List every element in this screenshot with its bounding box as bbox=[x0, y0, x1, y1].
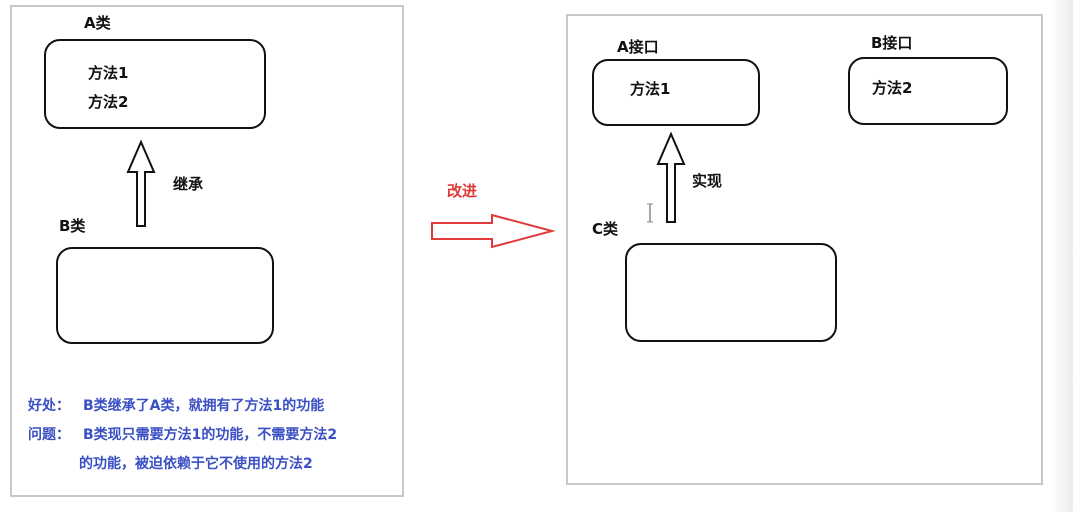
interface-a-title: A接口 bbox=[617, 38, 659, 56]
improve-label: 改进 bbox=[447, 182, 478, 200]
class-b-title: B类 bbox=[59, 217, 86, 235]
problem-text-line-1: B类现只需要方法1的功能，不需要方法2 bbox=[83, 427, 338, 443]
benefit-text: B类继承了A类，就拥有了方法1的功能 bbox=[83, 398, 325, 414]
class-c-box bbox=[625, 243, 837, 342]
interface-b-box bbox=[848, 57, 1008, 125]
class-a-title: A类 bbox=[84, 14, 111, 32]
interface-b-method: 方法2 bbox=[872, 79, 913, 97]
interface-a-method: 方法1 bbox=[630, 80, 671, 98]
improve-arrow bbox=[431, 213, 556, 249]
implement-arrow bbox=[656, 131, 686, 223]
benefit-label: 好处： bbox=[28, 398, 70, 414]
class-b-box bbox=[56, 247, 274, 344]
inherit-arrow bbox=[126, 139, 156, 227]
class-a-method-1: 方法1 bbox=[88, 64, 129, 82]
text-cursor-icon bbox=[647, 203, 653, 223]
inherit-label: 继承 bbox=[173, 175, 204, 193]
interface-a-box bbox=[592, 59, 760, 126]
edge-shadow bbox=[1051, 0, 1073, 512]
class-c-title: C类 bbox=[592, 220, 619, 238]
interface-b-title: B接口 bbox=[871, 34, 913, 52]
class-a-box bbox=[44, 39, 266, 129]
implement-label: 实现 bbox=[692, 172, 723, 190]
problem-text-line-2: 的功能，被迫依赖于它不使用的方法2 bbox=[79, 456, 313, 472]
problem-label: 问题： bbox=[28, 427, 70, 443]
class-a-method-2: 方法2 bbox=[88, 93, 129, 111]
